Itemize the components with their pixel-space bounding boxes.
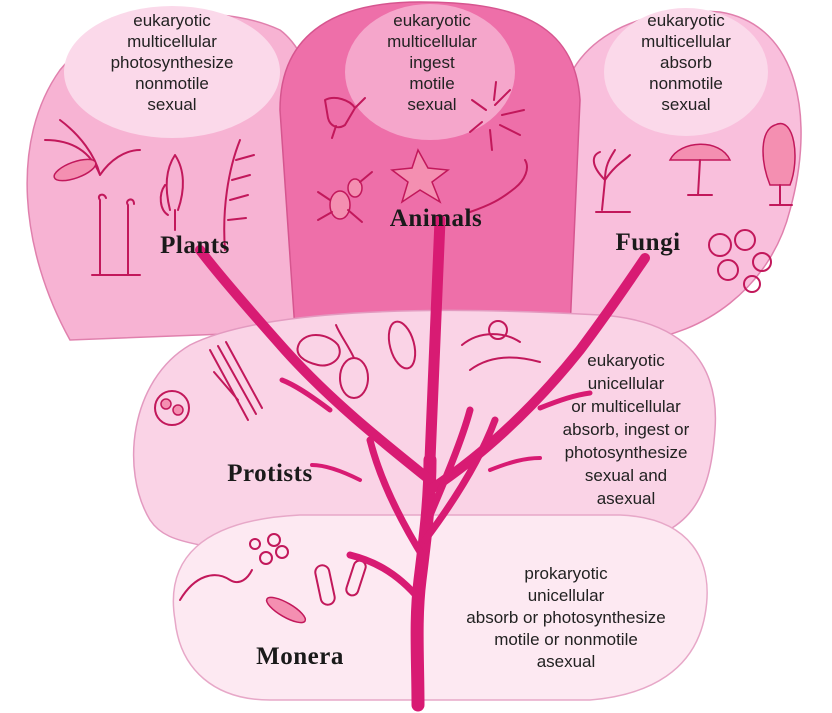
protists-trait-6: sexual and <box>585 466 667 485</box>
monera-trait-2: unicellular <box>528 586 605 605</box>
fungi-trait-3: absorb <box>660 53 712 72</box>
fungi-trait-2: multicellular <box>641 32 731 51</box>
protists-trait-4: absorb, ingest or <box>563 420 690 439</box>
plants-trait-5: sexual <box>147 95 196 114</box>
plants-trait-4: nonmotile <box>135 74 209 93</box>
monera-trait-4: motile or nonmotile <box>494 630 638 649</box>
fungi-trait-1: eukaryotic <box>647 11 725 30</box>
animals-trait-1: eukaryotic <box>393 11 471 30</box>
monera-trait-1: prokaryotic <box>524 564 608 583</box>
protists-trait-7: asexual <box>597 489 656 508</box>
plants-label: Plants <box>160 232 230 259</box>
monera-label: Monera <box>256 643 344 670</box>
plants-trait-3: photosynthesize <box>111 53 234 72</box>
animals-trait-4: motile <box>409 74 454 93</box>
animals-label: Animals <box>390 205 482 232</box>
protists-trait-5: photosynthesize <box>565 443 688 462</box>
fungi-trait-4: nonmotile <box>649 74 723 93</box>
animals-trait-5: sexual <box>407 95 456 114</box>
protists-trait-2: unicellular <box>588 374 665 393</box>
animals-trait-3: ingest <box>409 53 455 72</box>
protists-trait-1: eukaryotic <box>587 351 665 370</box>
protists-trait-3: or multicellular <box>571 397 681 416</box>
monera-trait-5: asexual <box>537 652 596 671</box>
protists-label: Protists <box>227 460 312 487</box>
animals-trait-2: multicellular <box>387 32 477 51</box>
fungi-label: Fungi <box>615 229 680 256</box>
monera-trait-3: absorb or photosynthesize <box>466 608 665 627</box>
plants-trait-2: multicellular <box>127 32 217 51</box>
plants-trait-1: eukaryotic <box>133 11 211 30</box>
fungi-trait-5: sexual <box>661 95 710 114</box>
